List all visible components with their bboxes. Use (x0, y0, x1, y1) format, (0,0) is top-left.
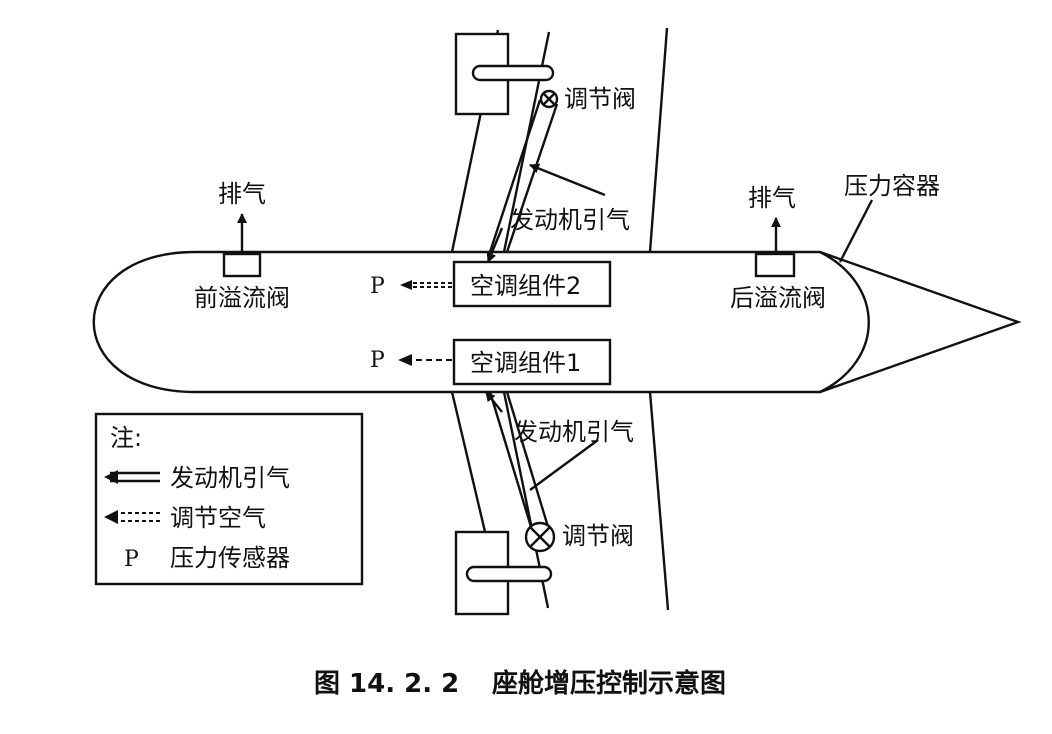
conditioned-air-arrow-bottom (398, 354, 452, 366)
bleed-bottom-label: 发动机引气 (514, 418, 634, 446)
pack1-label: 空调组件1 (470, 349, 581, 377)
pack2-box (452, 260, 612, 308)
bottom-regulating-valve-icon (524, 521, 556, 553)
bleed-into-pack2 (486, 227, 504, 263)
rear-outflow-valve-label: 后溢流阀 (730, 284, 826, 312)
legend-sensor-symbol: P (124, 547, 139, 572)
reg-valve-top-label: 调节阀 (564, 85, 636, 113)
bleed-pointer-top (529, 163, 606, 197)
rear-outflow-valve (754, 252, 796, 278)
legend-engine-bleed-label: 发动机引气 (170, 464, 290, 492)
top-engine (454, 32, 555, 116)
bottom-engine (454, 530, 553, 616)
front-outflow-valve (222, 252, 262, 278)
legend-conditioned-air-symbol (104, 510, 160, 524)
reg-valve-bottom-label: 调节阀 (562, 522, 634, 550)
legend-box (94, 412, 364, 586)
conditioned-air-arrow-top (400, 280, 452, 290)
fuselage (92, 250, 1022, 394)
bleed-into-pack1 (485, 391, 503, 413)
sensor-p-top: P (370, 274, 385, 299)
wing-edge-bottom (648, 391, 670, 611)
wing-edge-top (648, 27, 669, 253)
caption-title: 座舱增压控制示意图 (492, 668, 726, 699)
pack2-label: 空调组件2 (470, 272, 581, 300)
exhaust-right-label: 排气 (748, 184, 796, 212)
pressure-vessel-leader (838, 199, 874, 263)
legend-sensor-label: 压力传感器 (170, 544, 290, 572)
legend-conditioned-air-label: 调节空气 (170, 504, 266, 532)
caption-number: 图 14. 2. 2 (314, 669, 459, 699)
legend-title: 注: (110, 424, 142, 452)
pack1-box (452, 338, 612, 386)
bleed-pointer-bottom (529, 439, 599, 491)
pressure-vessel-label: 压力容器 (844, 172, 940, 200)
exhaust-left-label: 排气 (218, 180, 266, 208)
sensor-p-bottom: P (370, 348, 385, 373)
pressure-bulkhead (819, 250, 870, 394)
legend: 注: 发动机引气 调节空气 P 压力传感器 (94, 412, 364, 586)
bleed-top-label: 发动机引气 (510, 206, 630, 234)
legend-engine-bleed-symbol (104, 470, 160, 484)
front-outflow-valve-label: 前溢流阀 (194, 284, 290, 312)
top-regulating-valve-icon (539, 89, 559, 109)
